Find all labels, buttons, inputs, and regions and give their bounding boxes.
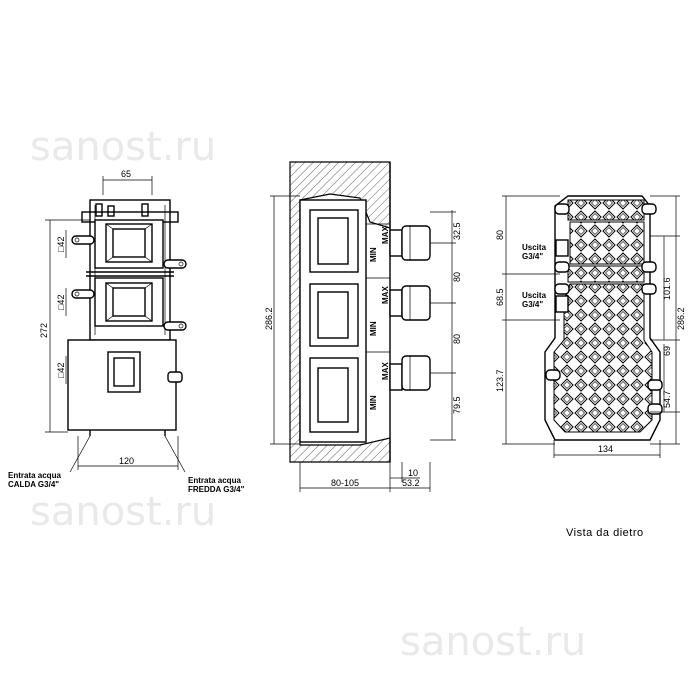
cold-inlet-label-1: Entrata acqua [188,476,241,485]
front-cover-plate [67,339,183,436]
front-dim-height: 272 [39,323,49,338]
side-view: MIN MAX MIN MAX MIN MAX 286.2 [264,161,462,492]
side-dim-top-offset: 32.5 [452,222,462,240]
side-min-2: MIN [369,321,378,336]
side-max-3: MAX [381,362,390,380]
side-knob-1 [389,225,431,261]
rear-outlet-1-label-2: G3/4" [522,252,543,261]
watermark-1: sanost.ru [30,124,216,170]
rear-dim-right-total: 286.2 [676,307,686,330]
side-dim-spacing-2: 80 [452,334,462,344]
rear-outlet-2-label-2: G3/4" [522,300,543,309]
side-dim-protrusion: 10 [408,468,418,478]
watermark-2: sanost.ru [30,489,216,535]
rear-dim-right-bottom: 54.7 [662,390,672,408]
rear-dim-bottom: 123.7 [495,369,505,392]
front-module-1 [71,203,187,269]
rear-dim-width: 134 [598,444,613,454]
front-square-3: □42 [56,363,66,378]
watermark-3: sanost.ru [400,619,586,665]
side-knob-2 [389,285,431,321]
side-dim-height: 286.2 [264,307,274,330]
side-dim-depth: 53.2 [402,478,420,488]
front-square-2: □42 [56,295,66,310]
rear-dim-right-lower: 69 [662,346,672,356]
cold-inlet-label-2: FREDDA G3/4" [188,485,245,494]
side-dim-bottom-offset: 79.5 [452,396,462,414]
front-square-1: □42 [56,237,66,252]
front-dim-bottom-width: 120 [119,456,134,466]
rear-view: Uscita G3/4" Uscita G3/4" 80 68.5 123.7 … [495,195,686,458]
rear-outlet-1-label-1: Uscita [522,243,547,252]
side-knob-3 [389,355,431,391]
side-dim-wall-depth: 80-105 [331,478,359,488]
watermark-group: sanost.ru sanost.ru sanost.ru [30,124,586,665]
front-dim-width-top: 65 [121,169,131,179]
rear-dim-top: 80 [495,230,505,240]
front-view: 65 [8,169,245,494]
rear-view-caption: Vista da dietro [566,527,644,539]
side-max-2: MAX [381,286,390,304]
side-dim-spacing-1: 80 [452,272,462,282]
rear-dim-right-upper: 101.6 [662,277,672,300]
rear-dim-mid: 68.5 [495,288,505,306]
hot-inlet-label-2: CALDA G3/4" [8,480,59,489]
side-min-1: MIN [369,247,378,262]
side-max-1: MAX [381,226,390,244]
side-min-3: MIN [369,395,378,410]
rear-outlet-2-label-1: Uscita [522,291,547,300]
front-module-2 [71,271,187,331]
hot-inlet-label-1: Entrata acqua [8,471,61,480]
